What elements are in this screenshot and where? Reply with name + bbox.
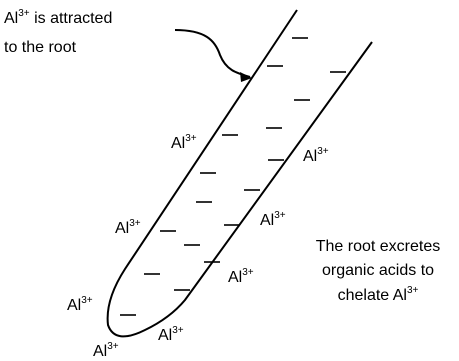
al3-ion-label: Al3+ (158, 325, 184, 344)
al3-ion-label: Al3+ (228, 267, 254, 286)
root-outline (106, 9, 373, 338)
attraction-arrow (174, 29, 251, 78)
caption-excretes-line3: chelate Al3+ (338, 285, 419, 304)
al3-ion-label: Al3+ (260, 210, 286, 229)
arrow-head-icon (240, 72, 252, 82)
interior-charges (144, 37, 310, 291)
al3-ion-label: Al3+ (93, 341, 119, 360)
caption-attracted: Al3+ is attracted (4, 8, 112, 27)
al3-ion-label: Al3+ (67, 295, 93, 314)
caption-excretes-line2: organic acids to (322, 262, 434, 279)
al3-ion-label: Al3+ (115, 218, 141, 237)
caption-excretes-line1: The root excretes (316, 238, 441, 255)
al3-ion-label: Al3+ (303, 146, 329, 165)
left-surface-charges (120, 65, 283, 316)
aluminum-ions: Al3+ Al3+ Al3+ Al3+ Al3+ Al3+ Al3+ Al3+ (67, 133, 329, 360)
al3-ion-label: Al3+ (171, 133, 197, 152)
caption-attracted-line2: to the root (4, 39, 77, 56)
